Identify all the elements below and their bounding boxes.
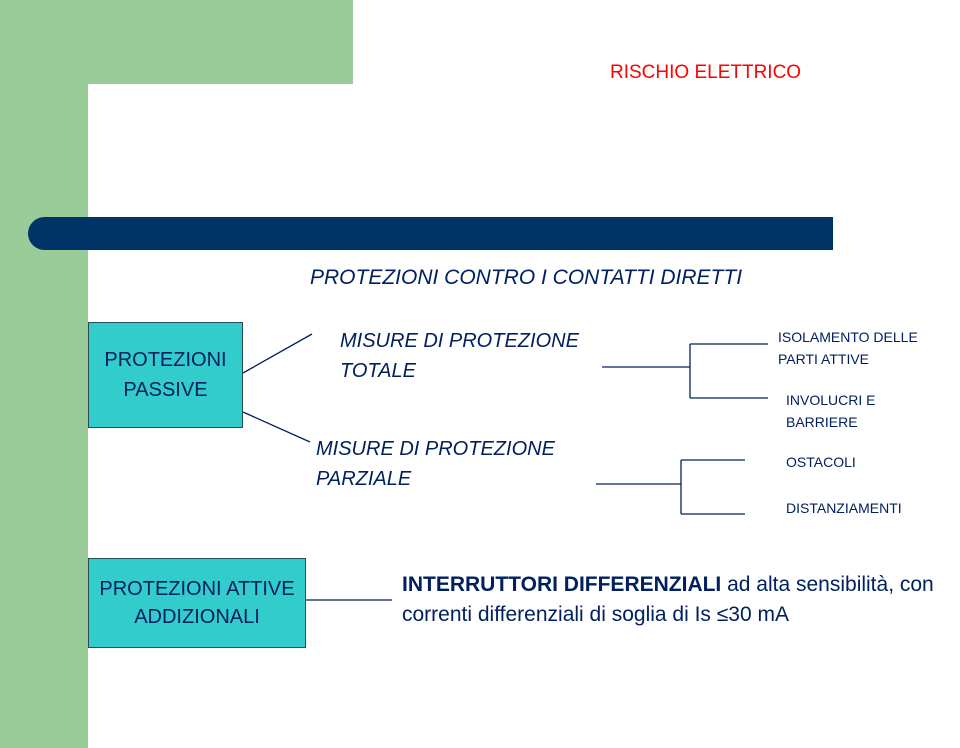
passive-protection-box: PROTEZIONI PASSIVE xyxy=(88,322,243,428)
connector-passive-partial xyxy=(242,411,311,443)
passive-box-line1: PROTEZIONI xyxy=(104,349,227,371)
desc-rest1: ad alta sensibilità, con xyxy=(721,573,934,596)
item-distanziamenti: DISTANZIAMENTI xyxy=(786,500,902,516)
item-ostacoli: OSTACOLI xyxy=(786,454,856,470)
item-isolamento-line2: PARTI ATTIVE xyxy=(778,351,870,367)
item-isolamento: ISOLAMENTO DELLE PARTI ATTIVE xyxy=(778,326,953,370)
item-involucri-line2: BARRIERE xyxy=(786,414,858,430)
measure-total-line2: TOTALE xyxy=(340,360,416,382)
passive-box-line2: PASSIVE xyxy=(123,379,208,401)
active-box-line2: ADDIZIONALI xyxy=(134,606,260,628)
measure-partial-line1: MISURE DI PROTEZIONE xyxy=(316,438,555,460)
diagram-heading: PROTEZIONI CONTRO I CONTATTI DIRETTI xyxy=(310,266,743,289)
slide-title: RISCHIO ELETTRICO xyxy=(610,62,802,83)
item-isolamento-line1: ISOLAMENTO DELLE xyxy=(778,329,918,345)
item-involucri: INVOLUCRI E BARRIERE xyxy=(786,389,946,433)
active-box-line1: PROTEZIONI ATTIVE xyxy=(99,578,295,600)
item-involucri-line1: INVOLUCRI E xyxy=(786,392,876,408)
measure-partial: MISURE DI PROTEZIONE PARZIALE xyxy=(316,434,596,494)
connector-passive-total xyxy=(242,333,313,374)
desc-bold: INTERRUTTORI DIFFERENZIALI xyxy=(402,573,722,596)
measure-total: MISURE DI PROTEZIONE TOTALE xyxy=(340,326,610,386)
green-side-panel xyxy=(0,0,88,748)
measure-total-line1: MISURE DI PROTEZIONE xyxy=(340,330,579,352)
header-bar xyxy=(28,217,833,250)
desc-rest2: correnti differenziali di soglia di Is ≤… xyxy=(402,603,789,626)
active-protection-box: PROTEZIONI ATTIVE ADDIZIONALI xyxy=(88,558,306,648)
active-description: INTERRUTTORI DIFFERENZIALI ad alta sensi… xyxy=(402,570,960,630)
measure-partial-line2: PARZIALE xyxy=(316,468,412,490)
